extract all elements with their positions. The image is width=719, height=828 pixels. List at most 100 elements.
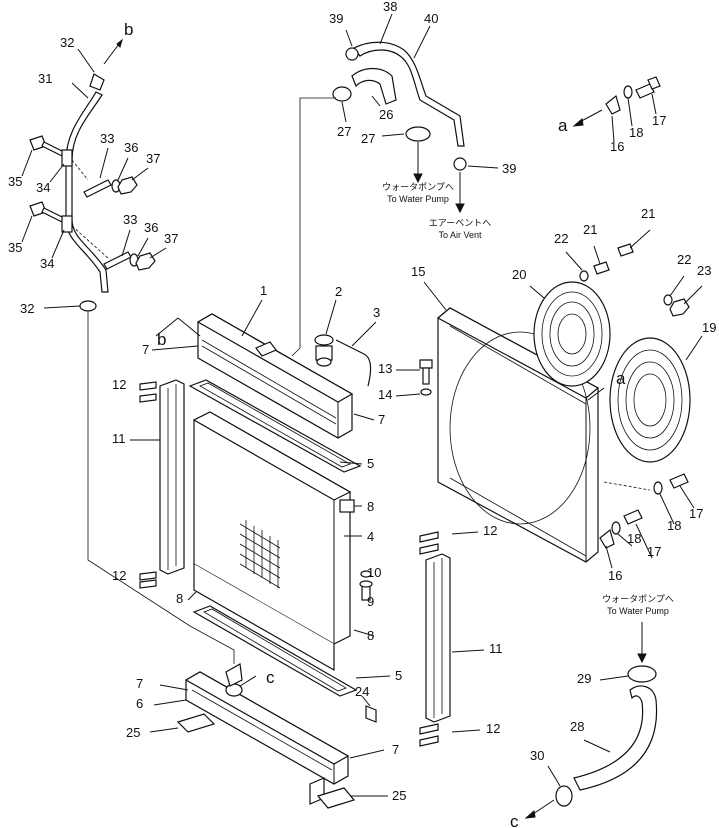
caption-to-air-vent-en: To Air Vent <box>438 230 482 240</box>
callout-c33a: 33 <box>100 131 114 146</box>
callout-c7d: 7 <box>392 742 399 757</box>
callout-c21a: 21 <box>583 222 597 237</box>
captions: ウォータポンプへ To Water Pump エアーベントへ To Air Ve… <box>382 182 674 616</box>
callout-c7c: 7 <box>136 676 143 691</box>
callout-c28: 28 <box>570 719 584 734</box>
callout-c25b: 25 <box>392 788 406 803</box>
callout-c36a: 36 <box>124 140 138 155</box>
callout-c38: 38 <box>383 0 397 14</box>
callout-c8a: 8 <box>367 499 374 514</box>
callout-c10: 10 <box>367 565 381 580</box>
bolt-13-washer-14 <box>353 359 433 421</box>
callout-c18a: 18 <box>629 125 643 140</box>
callout-c29: 29 <box>577 671 591 686</box>
fastener-detail-a-top <box>572 76 661 143</box>
callout-c11a: 11 <box>112 431 126 446</box>
ref-letter-lc1: c <box>266 668 275 687</box>
callout-c8b: 8 <box>176 591 183 606</box>
gasket-upper <box>188 379 363 473</box>
callout-c17b: 17 <box>689 506 703 521</box>
callout-c23: 23 <box>697 263 711 278</box>
callout-c13: 13 <box>378 361 392 376</box>
lower-tank <box>153 663 385 805</box>
callout-c34b: 34 <box>40 256 54 271</box>
callout-c15: 15 <box>411 264 425 279</box>
callout-c33b: 33 <box>123 212 137 227</box>
guard-bolts <box>565 229 703 317</box>
ref-letter-la2: a <box>616 369 626 388</box>
callout-c16a: 16 <box>610 139 624 154</box>
callout-c2: 2 <box>335 284 342 299</box>
upper-tank <box>151 299 377 439</box>
callout-c12b: 12 <box>112 568 126 583</box>
callout-c24: 24 <box>355 684 369 699</box>
callout-c18c: 18 <box>627 531 641 546</box>
callout-c31: 31 <box>38 71 52 86</box>
callout-c12d: 12 <box>486 721 500 736</box>
callout-c22a: 22 <box>554 231 568 246</box>
caption-to-water-pump-1-jp: ウォータポンプへ <box>382 182 454 192</box>
callout-c40: 40 <box>424 11 438 26</box>
callout-c9: 9 <box>367 594 374 609</box>
callout-c39b: 39 <box>502 161 516 176</box>
ref-letter-lc2: c <box>510 812 519 828</box>
mount-plates-25 <box>149 713 388 809</box>
gasket-lower <box>192 605 391 697</box>
callout-c32b: 32 <box>20 301 34 316</box>
callout-c21b: 21 <box>641 206 655 221</box>
callout-c30: 30 <box>530 748 544 763</box>
bolt-35-upper <box>21 135 65 177</box>
callout-c12c: 12 <box>483 523 497 538</box>
caption-to-air-vent-jp: エアーベントへ <box>429 218 491 228</box>
fan-guard-19 <box>609 335 703 463</box>
hose-clamp-top <box>89 73 105 91</box>
brackets-34 <box>49 149 73 259</box>
callout-c36b: 36 <box>144 220 158 235</box>
callout-c5b: 5 <box>395 668 402 683</box>
callout-c39a: 39 <box>329 11 343 26</box>
hose-clamp-32-lower <box>43 300 235 664</box>
side-plate-left <box>130 379 185 589</box>
lower-hose <box>524 622 658 819</box>
upper-bypass-tube <box>65 38 123 293</box>
callout-c34a: 34 <box>36 180 50 195</box>
caption-to-water-pump-1-en: To Water Pump <box>387 194 449 204</box>
caption-to-water-pump-2-jp: ウォータポンプへ <box>602 594 674 604</box>
callout-c25a: 25 <box>126 725 140 740</box>
callout-c37b: 37 <box>164 231 178 246</box>
studs-33-36-37 <box>71 147 167 271</box>
callout-c26: 26 <box>379 107 393 122</box>
callout-c20: 20 <box>512 267 526 282</box>
callout-c6: 6 <box>136 696 143 711</box>
callout-c35a: 35 <box>8 174 22 189</box>
callout-c8c: 8 <box>367 628 374 643</box>
fastener-detail-a-bottom <box>599 473 695 569</box>
callout-c12a: 12 <box>112 377 126 392</box>
callout-c37a: 37 <box>146 151 160 166</box>
callout-c7b: 7 <box>378 412 385 427</box>
callout-c1: 1 <box>260 283 267 298</box>
bolt-35-lower <box>21 201 65 243</box>
callout-c32a: 32 <box>60 35 74 50</box>
fan-guard-20 <box>529 281 611 387</box>
radiator-core <box>187 411 375 672</box>
callout-c17c: 17 <box>647 544 661 559</box>
callout-c16b: 16 <box>608 568 622 583</box>
callout-c19: 19 <box>702 320 716 335</box>
callout-c35b: 35 <box>8 240 22 255</box>
callout-c18b: 18 <box>667 518 681 533</box>
ref-letter-la1: a <box>558 116 568 135</box>
caption-to-water-pump-2-en: To Water Pump <box>607 606 669 616</box>
callout-c3: 3 <box>373 305 380 320</box>
callout-c5a: 5 <box>367 456 374 471</box>
callout-c7a: 7 <box>142 342 149 357</box>
callout-c4: 4 <box>367 529 374 544</box>
callout-c27a: 27 <box>337 124 351 139</box>
side-plate-right <box>419 531 485 747</box>
callout-c14: 14 <box>378 387 392 402</box>
callout-c27b: 27 <box>361 131 375 146</box>
callout-c17a: 17 <box>652 113 666 128</box>
